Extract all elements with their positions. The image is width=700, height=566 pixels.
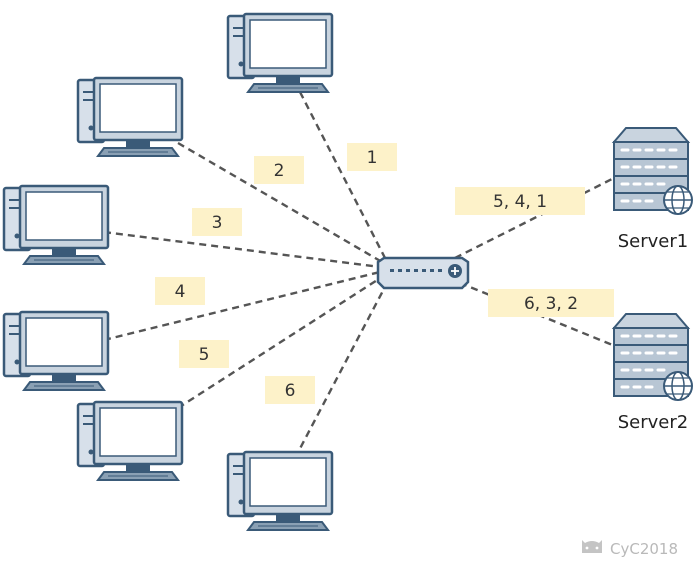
link-client-left-1 [103,230,381,269]
link-client-lower-left [177,275,383,410]
link-client-upper-left [177,141,383,264]
svg-text:6, 3, 2: 6, 3, 2 [524,294,578,314]
link-client-left-2 [103,270,381,342]
server-rack-icon [612,126,694,216]
svg-text:2: 2 [274,161,285,181]
label-client-lower-left: 5 [179,340,229,368]
link-client-bottom [293,284,388,459]
label-client-bottom: 6 [265,376,315,404]
label-server-2: 6, 3, 2 [488,289,614,317]
client-upper-left [76,76,184,158]
connection-labels: 1 2 3 4 5 6 5, 4, 1 6, 3, 2 [155,143,614,404]
desktop-computer-icon [76,76,184,158]
client-left-2 [2,310,110,392]
label-client-left-2: 4 [155,277,205,305]
svg-text:3: 3 [212,213,223,233]
label-client-upper-left: 2 [254,156,304,184]
svg-text:5, 4, 1: 5, 4, 1 [493,192,547,212]
link-server-1 [454,173,621,260]
client-lower-left [76,400,184,482]
svg-text:1: 1 [367,148,378,168]
desktop-computer-icon [226,450,334,532]
server-2-name: Server2 [618,412,688,433]
network-switch [376,256,470,290]
desktop-computer-icon [2,310,110,392]
network-switch-icon [376,256,470,290]
link-client-top [298,91,387,259]
label-client-left-1: 3 [192,208,242,236]
client-left-1 [2,184,110,266]
client-bottom [226,450,334,532]
desktop-computer-icon [226,12,334,94]
watermark: CyC2018 [582,540,678,558]
server-1-name: Server1 [618,231,688,252]
svg-text:5: 5 [199,345,210,365]
svg-text:4: 4 [175,282,186,302]
server-2 [612,312,694,402]
desktop-computer-icon [2,184,110,266]
server-rack-icon [612,312,694,402]
label-server-1: 5, 4, 1 [455,187,585,215]
server-1 [612,126,694,216]
github-octocat-icon [582,540,602,553]
svg-text:6: 6 [285,381,296,401]
label-client-top: 1 [347,143,397,171]
client-top [226,12,334,94]
desktop-computer-icon [76,400,184,482]
watermark-text: CyC2018 [610,540,678,558]
